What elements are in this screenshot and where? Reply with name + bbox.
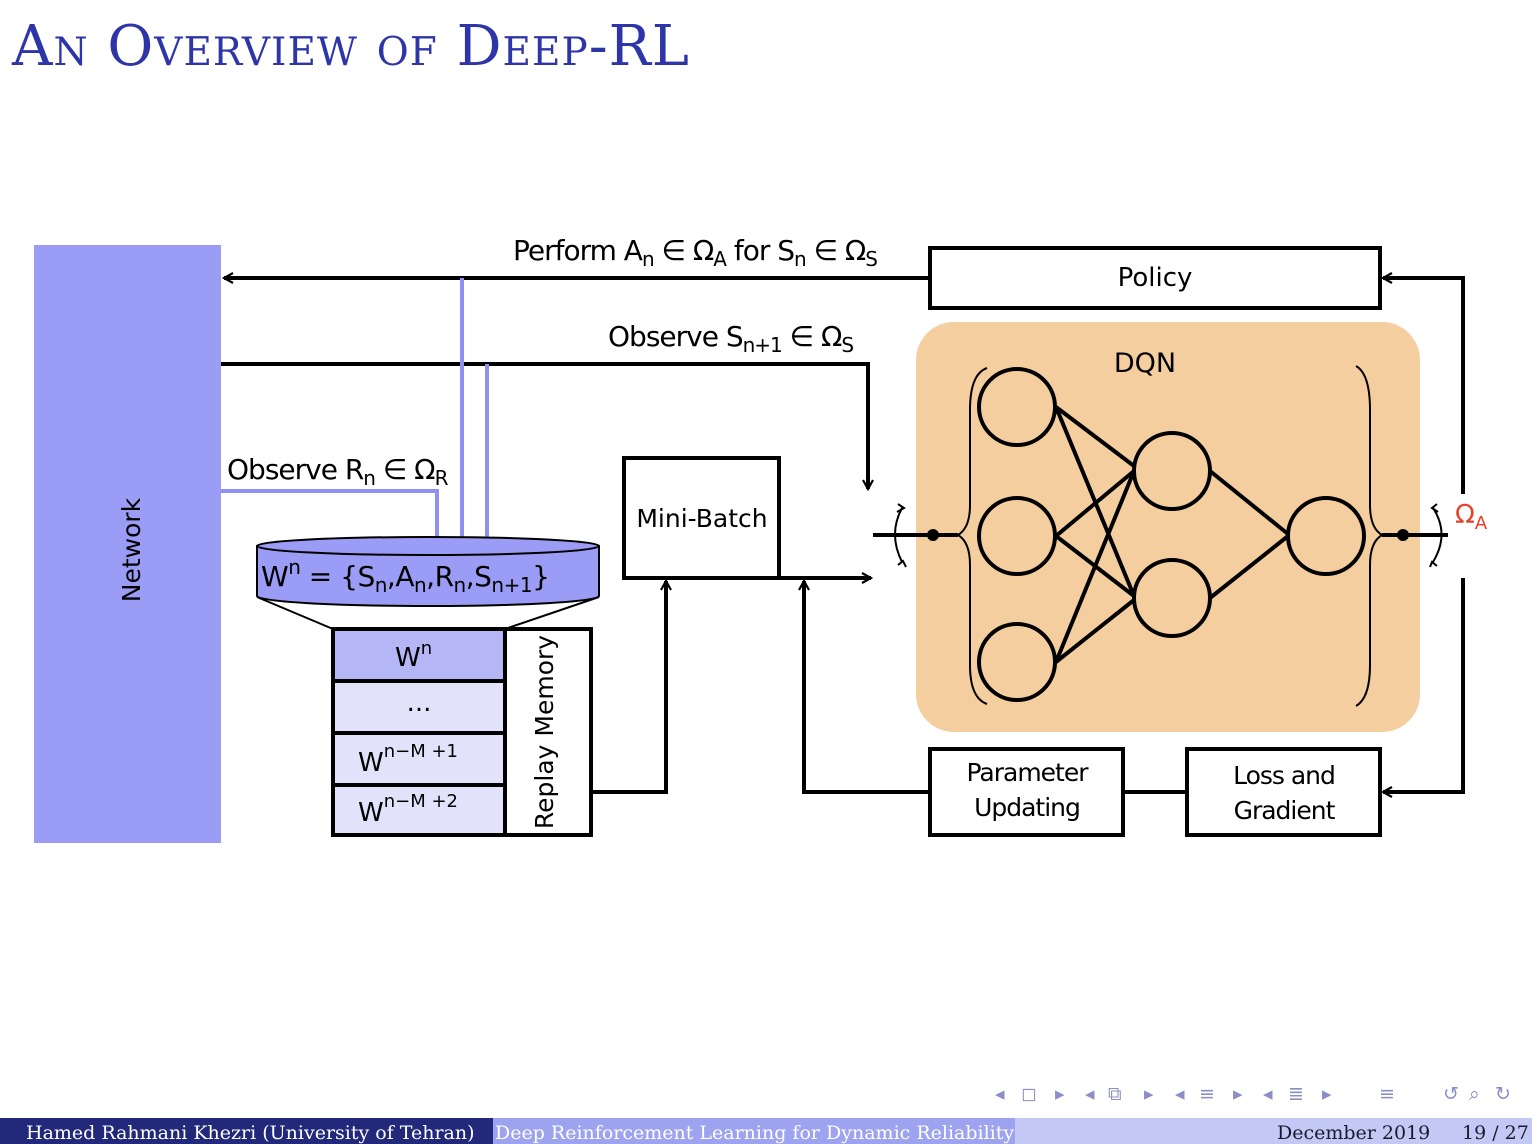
arrow-left-icon[interactable]: ◂	[1175, 1083, 1185, 1105]
observe-state-label: Observe Sn+1 ∈ ΩS	[608, 320, 853, 357]
replay-memory-stack: Wn ... Wn−M +1 Wn−M +2 Replay Memory	[331, 627, 593, 837]
slide-title: An Overview of Deep-RL	[12, 14, 690, 79]
memory-row-label: Wn−M +1	[358, 741, 458, 778]
observe-reward-line	[221, 489, 439, 537]
beamer-navigation: ◂ ◻ ▸ ◂ ⧉ ▸ ◂ ≡ ▸ ◂ ≣ ▸ ≡ ↺ ⌕ ↻	[995, 1083, 1525, 1107]
loss-gradient-box	[1185, 747, 1382, 837]
arrow-right-icon[interactable]: ▸	[1322, 1083, 1332, 1105]
nn-edge	[1054, 470, 1136, 663]
subsection-icon[interactable]: ⧉	[1108, 1083, 1122, 1105]
output-to-loss-arrow	[1383, 578, 1465, 792]
nn-edge	[1054, 469, 1136, 538]
output-junction	[1397, 529, 1409, 541]
observe-reward-label: Observe Rn ∈ ΩR	[227, 453, 449, 490]
input-junction	[927, 529, 939, 541]
replay-memory-label: Replay Memory	[530, 635, 559, 829]
footer-date-page: December 2019 19 / 27	[1015, 1118, 1532, 1144]
footer-bar: Hamed Rahmani Khezri (University of Tehr…	[0, 1118, 1532, 1144]
memory-row-label: ...	[407, 688, 432, 718]
nn-hidden-node	[1132, 431, 1212, 511]
policy-label: Policy	[1118, 263, 1193, 293]
forward-icon[interactable]: ↻	[1495, 1083, 1511, 1105]
memory-entry-top	[256, 536, 600, 556]
nn-edge	[1208, 469, 1290, 536]
output-to-policy-arrow	[1383, 278, 1465, 494]
network-block	[34, 245, 221, 843]
output-rotate-arrowhead	[1429, 503, 1439, 568]
search-icon[interactable]: ⌕	[1469, 1083, 1480, 1105]
arrow-left-icon[interactable]: ◂	[1263, 1083, 1273, 1105]
arrow-right-icon[interactable]: ▸	[1233, 1083, 1243, 1105]
nn-edge	[1208, 534, 1290, 600]
nn-hidden-node	[1132, 558, 1212, 638]
nn-edge	[1054, 598, 1136, 664]
list-icon[interactable]: ≣	[1288, 1083, 1304, 1105]
memory-entry-label: Wn = {Sn,An,Rn,Sn+1}	[261, 555, 549, 597]
policy-box	[928, 246, 1382, 310]
align-icon[interactable]: ≡	[1379, 1083, 1395, 1105]
arrow-right-icon[interactable]: ▸	[1055, 1083, 1065, 1105]
section-icon[interactable]: ≡	[1199, 1083, 1215, 1105]
parameter-updating-line1: Parameter	[966, 758, 1089, 787]
memory-to-minibatch-arrow	[591, 581, 666, 794]
nn-output-node	[1286, 496, 1366, 576]
arrow-left-icon[interactable]: ◂	[995, 1083, 1005, 1105]
funnel-left	[256, 596, 334, 630]
parameter-updating-box	[928, 747, 1125, 837]
replay-memory-box	[503, 627, 593, 837]
memory-row-label: Wn	[395, 638, 432, 673]
dqn-label: DQN	[1114, 348, 1176, 379]
frame-icon[interactable]: ◻	[1021, 1083, 1037, 1105]
nn-edge	[1054, 405, 1136, 468]
nn-input-node	[977, 496, 1057, 576]
output-rotate-icon	[1432, 507, 1443, 563]
omega-a-label: ΩA	[1455, 500, 1488, 534]
loss-gradient-line1: Loss and	[1233, 761, 1335, 790]
input-rotate-arrowhead	[896, 503, 907, 568]
memory-row-label: Wn−M +2	[358, 791, 458, 828]
neural-network-nodes	[977, 367, 1366, 702]
footer-title: Deep Reinforcement Learning for Dynamic …	[493, 1118, 1015, 1144]
footer-date: December 2019	[1277, 1122, 1431, 1144]
arrow-left-icon[interactable]: ◂	[1085, 1083, 1095, 1105]
memory-row	[331, 783, 507, 837]
mini-batch-box	[622, 456, 781, 580]
update-to-dqn-arrow	[804, 581, 930, 794]
arrow-right-icon[interactable]: ▸	[1144, 1083, 1154, 1105]
observe-state-arrow	[221, 362, 868, 489]
footer-page: 19 / 27	[1462, 1122, 1529, 1144]
neural-network-edges	[1054, 405, 1290, 664]
perform-action-label: Perform An ∈ ΩA for Sn ∈ ΩS	[513, 234, 877, 271]
funnel-right	[504, 596, 600, 630]
mini-batch-label: Mini-Batch	[636, 504, 767, 533]
input-rotate-icon	[894, 507, 903, 563]
parameter-updating-line2: Updating	[974, 793, 1080, 822]
loss-gradient-line2: Gradient	[1234, 796, 1336, 825]
nn-input-node	[977, 367, 1057, 447]
network-label: Network	[117, 497, 146, 602]
memory-entry-cylinder	[256, 545, 600, 607]
nn-input-node	[977, 622, 1057, 702]
footer-author: Hamed Rahmani Khezri (University of Tehr…	[0, 1118, 493, 1144]
back-icon[interactable]: ↺	[1443, 1083, 1459, 1105]
